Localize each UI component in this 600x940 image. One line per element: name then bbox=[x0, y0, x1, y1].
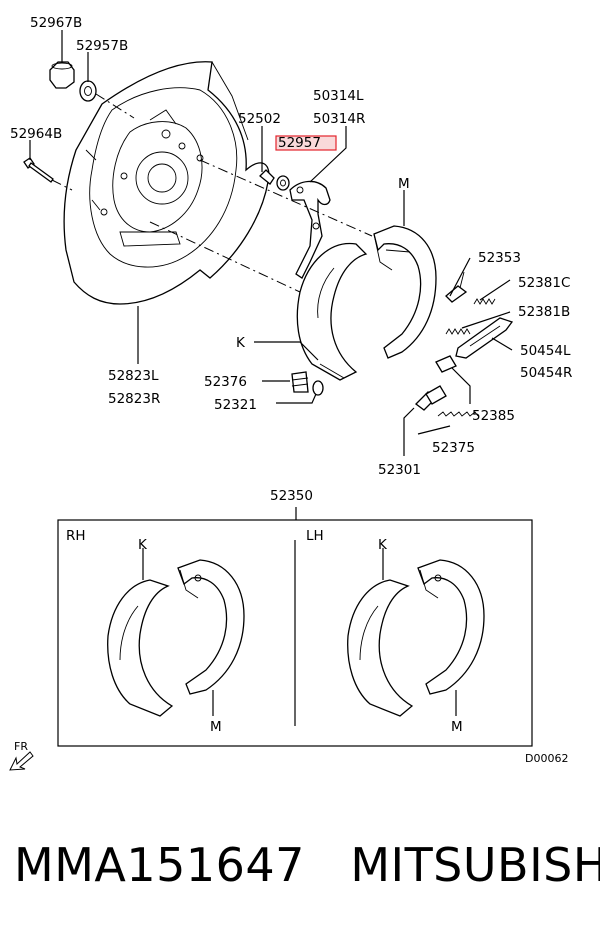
label-52350: 52350 bbox=[270, 488, 313, 504]
wheel-cylinder bbox=[415, 385, 447, 411]
cup-52321 bbox=[312, 380, 324, 396]
label-52957: 52957 bbox=[278, 135, 321, 151]
footer-gap bbox=[305, 838, 350, 892]
spring-52381B bbox=[445, 328, 471, 335]
footer-title: MMA151647 MITSUBISHI bbox=[14, 838, 600, 892]
label-52381C: 52381C bbox=[518, 275, 570, 291]
label-52376: 52376 bbox=[204, 374, 247, 390]
diagram-code: D00062 bbox=[525, 752, 568, 765]
leader-lines bbox=[29, 30, 513, 456]
assembly-lines bbox=[51, 93, 373, 293]
label-52957B: 52957B bbox=[76, 38, 128, 54]
label-52321: 52321 bbox=[214, 397, 257, 413]
backing-plate bbox=[63, 61, 270, 305]
label-52375: 52375 bbox=[432, 440, 475, 456]
kit-lh-M: M bbox=[451, 719, 463, 735]
kit-lh-shoes bbox=[347, 548, 485, 717]
washer-small bbox=[276, 175, 290, 191]
footer-brand: MITSUBISHI bbox=[350, 838, 600, 892]
fr-arrow-icon bbox=[9, 751, 34, 771]
kit-lh-label: LH bbox=[306, 528, 324, 544]
brake-parts-diagram: 52967B 52957B 52964B 52502 52957 50314L … bbox=[9, 15, 572, 771]
highlight-box bbox=[275, 135, 337, 151]
label-52964B: 52964B bbox=[10, 126, 62, 142]
kit-rh-label: RH bbox=[66, 528, 86, 544]
kit-lh-K: K bbox=[378, 537, 388, 553]
brake-shoe-K bbox=[296, 242, 368, 381]
fr-label: FR bbox=[14, 740, 28, 753]
label-52823L: 52823L bbox=[108, 368, 159, 384]
kit-box bbox=[57, 519, 533, 747]
spring-52376 bbox=[291, 371, 309, 393]
label-50314R: 50314R bbox=[313, 111, 365, 127]
label-K-top: K bbox=[236, 335, 246, 351]
label-52502: 52502 bbox=[238, 111, 281, 127]
kit-rh-K: K bbox=[138, 537, 148, 553]
label-M-top: M bbox=[398, 176, 410, 192]
label-52301: 52301 bbox=[378, 462, 421, 478]
label-52381B: 52381B bbox=[518, 304, 570, 320]
anchor-pin bbox=[445, 271, 468, 303]
label-52385: 52385 bbox=[472, 408, 515, 424]
brake-shoe-M bbox=[373, 225, 437, 359]
footer-part-number: MMA151647 bbox=[14, 838, 305, 892]
nut bbox=[49, 61, 75, 89]
spring-52375 bbox=[437, 411, 479, 417]
kit-rh-shoes bbox=[107, 548, 245, 717]
washer bbox=[79, 80, 97, 102]
parking-lever bbox=[289, 180, 331, 279]
label-50454R: 50454R bbox=[520, 365, 572, 381]
label-50454L: 50454L bbox=[520, 343, 571, 359]
label-52353: 52353 bbox=[478, 250, 521, 266]
spring-52381C bbox=[473, 298, 496, 305]
kit-rh-M: M bbox=[210, 719, 222, 735]
label-52967B: 52967B bbox=[30, 15, 82, 31]
bolt bbox=[23, 157, 54, 183]
clip bbox=[259, 169, 275, 185]
adjuster-52385 bbox=[435, 355, 457, 373]
label-52823R: 52823R bbox=[108, 391, 160, 407]
label-50314L: 50314L bbox=[313, 88, 364, 104]
adjuster-strut bbox=[455, 317, 514, 359]
